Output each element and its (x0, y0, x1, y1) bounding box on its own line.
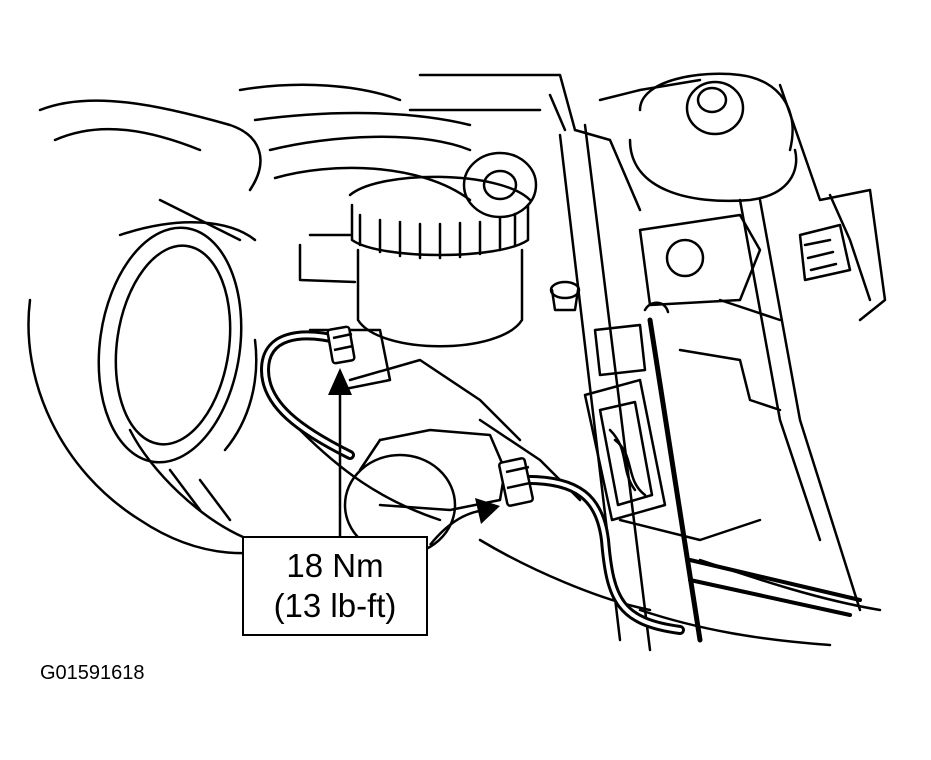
arrow-up-head (328, 368, 352, 395)
brake-line (260, 330, 685, 635)
mounting-bracket (638, 213, 852, 307)
leader-arrows (328, 368, 500, 546)
air-duct (97, 221, 258, 464)
small-bolt (549, 280, 581, 312)
torque-callout: 18 Nm (13 lb-ft) (242, 536, 428, 636)
reservoir-hose (268, 135, 538, 219)
figure-id: G01591618 (40, 662, 145, 684)
electrical-connector (583, 323, 667, 522)
right-cap (628, 72, 798, 203)
engine-background-structure (27, 73, 887, 652)
torque-lbft-label: (13 lb-ft) (273, 587, 397, 624)
arrow-right-head (475, 498, 500, 524)
torque-nm-label: 18 Nm (286, 547, 384, 584)
control-cable (643, 301, 703, 643)
fluid-reservoir (298, 175, 532, 348)
tube-nut-fitting-upper (326, 325, 356, 365)
tube-nut-fitting-lower (498, 457, 534, 507)
